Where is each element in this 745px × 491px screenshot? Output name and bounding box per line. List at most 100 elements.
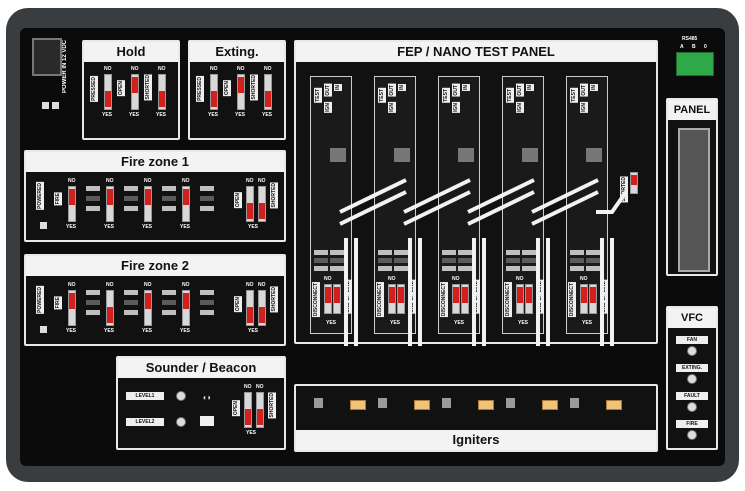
hold-shorted-switch[interactable] [158, 74, 166, 110]
fz2-fire-switch-4[interactable] [182, 290, 190, 326]
m4-disconnect-label: DISCONNECT [504, 282, 512, 318]
vfc-fault-button[interactable] [687, 402, 697, 412]
igniter-4[interactable] [542, 400, 558, 410]
level1-label: LEVEL1 [126, 392, 164, 400]
m3-disconnect-label: DISCONNECT [440, 282, 448, 318]
m3-eol-switch[interactable] [461, 284, 469, 314]
level2-button[interactable] [176, 417, 186, 427]
vfc-fire-label: FIRE [676, 420, 708, 428]
level1-button[interactable] [176, 391, 186, 401]
fz1-fire-switch-1[interactable] [68, 186, 76, 222]
sounder-open-switch[interactable] [244, 392, 252, 428]
m1-cell [330, 258, 344, 263]
m2-no: NO [388, 276, 396, 282]
m4-disconnect-switch[interactable] [516, 284, 524, 314]
fz2-fire-switch-2[interactable] [106, 290, 114, 326]
m3-cell [458, 266, 472, 271]
ribbon-connector[interactable] [678, 128, 710, 272]
exting-open-switch[interactable] [237, 74, 245, 110]
m5-in-label: IN [590, 84, 598, 91]
exting-panel: Exting. PRESSED NO YES OPEN NO YES SHORT… [188, 40, 286, 140]
fz1-no: NO [68, 178, 76, 184]
level2-label: LEVEL2 [126, 418, 164, 426]
fz1-fire-label: FIRE [54, 192, 62, 206]
m3-cell [458, 250, 472, 255]
fz2-resistor [162, 300, 176, 305]
sounder-shorted-label: SHORTED [268, 392, 276, 419]
fz2-shorted-switch[interactable] [258, 290, 266, 326]
fz2-open-label: OPEN [234, 296, 242, 313]
fep-shorted-switch[interactable] [630, 172, 638, 194]
fz1-fire-switch-3[interactable] [144, 186, 152, 222]
fz1-no: NO [106, 178, 114, 184]
power-led [42, 102, 49, 109]
fz2-fire-switch-1[interactable] [68, 290, 76, 326]
fz1-resistor [86, 186, 100, 191]
fz2-open-switch[interactable] [246, 290, 254, 326]
exting-label-open: OPEN [223, 80, 231, 97]
fz1-resistor [162, 186, 176, 191]
m3-no: NO [452, 276, 460, 282]
m2-eol-switch[interactable] [397, 284, 405, 314]
hold-yes: YES [102, 112, 113, 118]
fz2-resistor [124, 290, 138, 295]
exting-shorted-switch[interactable] [264, 74, 272, 110]
rs485-label: RS485 [682, 36, 698, 42]
fz2-powered-label: POWERED [36, 286, 44, 314]
hold-pressed-switch[interactable] [104, 74, 112, 110]
control-board: POWER IN 12 VDC Hold PRESSED NO YES OPEN… [20, 28, 725, 466]
panel-connector-box: PANEL [666, 98, 718, 276]
m3-test-label: TEST [442, 88, 450, 103]
vfc-fire-button[interactable] [687, 430, 697, 440]
fz1-open-switch[interactable] [246, 186, 254, 222]
fz1-shorted-label: SHORTED [270, 182, 278, 209]
rs485-terminal[interactable] [676, 52, 714, 76]
m1-eol-switch[interactable] [333, 284, 341, 314]
power-jack[interactable] [32, 38, 62, 76]
m5-chip [586, 148, 602, 162]
fz1-yes: YES [66, 224, 77, 230]
hold-no: NO [158, 66, 166, 72]
m4-eol-switch[interactable] [525, 284, 533, 314]
m1-eol-label: END OF LINE [344, 280, 352, 314]
hold-label-shorted: SHORTED [144, 74, 152, 101]
rs485-pin-a: A [680, 44, 684, 50]
m4-no: NO [516, 276, 524, 282]
sounder-no: NO [244, 384, 252, 390]
fep-title: FEP / NANO TEST PANEL [296, 42, 656, 62]
m3-disconnect-switch[interactable] [452, 284, 460, 314]
hold-panel: Hold PRESSED NO YES OPEN NO YES SHORTED … [82, 40, 180, 140]
m5-eol-switch[interactable] [589, 284, 597, 314]
m1-cell [314, 250, 328, 255]
m3-cell [442, 258, 456, 263]
fz1-shorted-switch[interactable] [258, 186, 266, 222]
exting-pressed-switch[interactable] [210, 74, 218, 110]
hold-open-switch[interactable] [131, 74, 139, 110]
hold-no: NO [104, 66, 112, 72]
igniter-2[interactable] [414, 400, 430, 410]
vfc-exting-button[interactable] [687, 374, 697, 384]
m4-in-label: IN [526, 84, 534, 91]
igniter-clip [506, 398, 515, 408]
fire-zone-2-panel: Fire zone 2 POWERED FIRE NO YES NO YES N… [24, 254, 286, 346]
m4-test-label: TEST [506, 88, 514, 103]
fz1-fire-switch-2[interactable] [106, 186, 114, 222]
m2-disconnect-switch[interactable] [388, 284, 396, 314]
m2-eol-label: END OF LINE [408, 280, 416, 314]
sounder-shorted-switch[interactable] [256, 392, 264, 428]
m1-disconnect-switch[interactable] [324, 284, 332, 314]
fz2-fire-switch-3[interactable] [144, 290, 152, 326]
vfc-fan-button[interactable] [687, 346, 697, 356]
m5-cell [586, 250, 600, 255]
m2-chip [394, 148, 410, 162]
igniter-3[interactable] [478, 400, 494, 410]
m5-disconnect-switch[interactable] [580, 284, 588, 314]
igniter-5[interactable] [606, 400, 622, 410]
exting-title: Exting. [190, 42, 284, 62]
fz1-fire-switch-4[interactable] [182, 186, 190, 222]
m2-in-label: IN [398, 84, 406, 91]
m1-disconnect-label: DISCONNECT [312, 282, 320, 318]
igniter-1[interactable] [350, 400, 366, 410]
igniters-title: Igniters [296, 430, 656, 450]
fz2-resistor [86, 300, 100, 305]
